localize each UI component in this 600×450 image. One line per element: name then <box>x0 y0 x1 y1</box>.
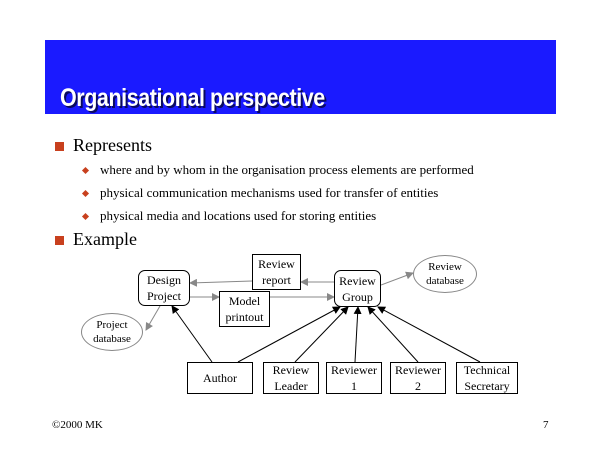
arrow-author-to-review-group <box>237 306 341 363</box>
bullet-example: Example <box>73 229 137 249</box>
square-bullet-icon <box>55 236 64 245</box>
node-review-report: Review report <box>252 254 301 290</box>
arrow-reviewer1-to-review-group <box>353 306 362 363</box>
node-label: 1 <box>350 379 357 393</box>
sub-bullet-2: physical communication mechanisms used f… <box>100 185 439 200</box>
arrow-review-group-to-review-database <box>380 271 414 286</box>
slide-title: Organisational perspective <box>60 84 325 112</box>
footer-page-number: 7 <box>543 419 549 431</box>
title-bar <box>45 40 556 114</box>
footer-copyright: ©2000 MK <box>52 419 103 431</box>
node-label: Leader <box>274 379 308 393</box>
node-author: Author <box>187 362 253 394</box>
node-label: Technical <box>463 363 511 377</box>
node-label: Review <box>272 363 310 377</box>
bullet-represents: Represents <box>73 135 152 155</box>
arrow-review-report-to-design-project <box>189 278 253 287</box>
arrow-technical-secretary-to-review-group <box>377 306 481 363</box>
node-label: database <box>93 333 131 345</box>
node-label: Review <box>428 261 462 273</box>
node-label: Reviewer <box>331 363 377 377</box>
node-reviewer-2: Reviewer 2 <box>390 362 446 394</box>
node-label: Author <box>203 371 237 385</box>
arrow-author-to-design-project <box>171 305 213 363</box>
node-label: Secretary <box>464 379 510 393</box>
node-label: printout <box>225 310 264 324</box>
node-label: Project <box>147 289 181 303</box>
node-review-database: Review database <box>413 255 477 293</box>
node-label: Design <box>147 273 181 287</box>
square-bullet-icon <box>55 142 64 151</box>
arrow-reviewer2-to-review-group <box>367 306 419 363</box>
node-reviewer-1: Reviewer 1 <box>326 362 382 394</box>
node-model-printout: Model printout <box>219 291 270 327</box>
sub-bullet-1: where and by whom in the organisation pr… <box>100 162 474 177</box>
node-label: Project <box>96 319 128 331</box>
sub-bullet-3: physical media and locations used for st… <box>100 208 377 223</box>
arrow-review-leader-to-review-group <box>294 306 349 363</box>
node-label: Review <box>258 257 295 271</box>
node-label: 2 <box>414 379 421 393</box>
slide-title-shadow: Organisational perspective <box>62 86 327 114</box>
node-label: report <box>262 273 291 287</box>
node-label: Review <box>339 273 376 288</box>
node-label: database <box>426 275 464 287</box>
arrow-design-project-to-project-database <box>145 305 161 331</box>
node-label: Model <box>228 294 261 308</box>
node-label: Group <box>342 289 373 304</box>
node-project-database: Project database <box>81 313 143 351</box>
node-label: Reviewer <box>395 363 441 377</box>
